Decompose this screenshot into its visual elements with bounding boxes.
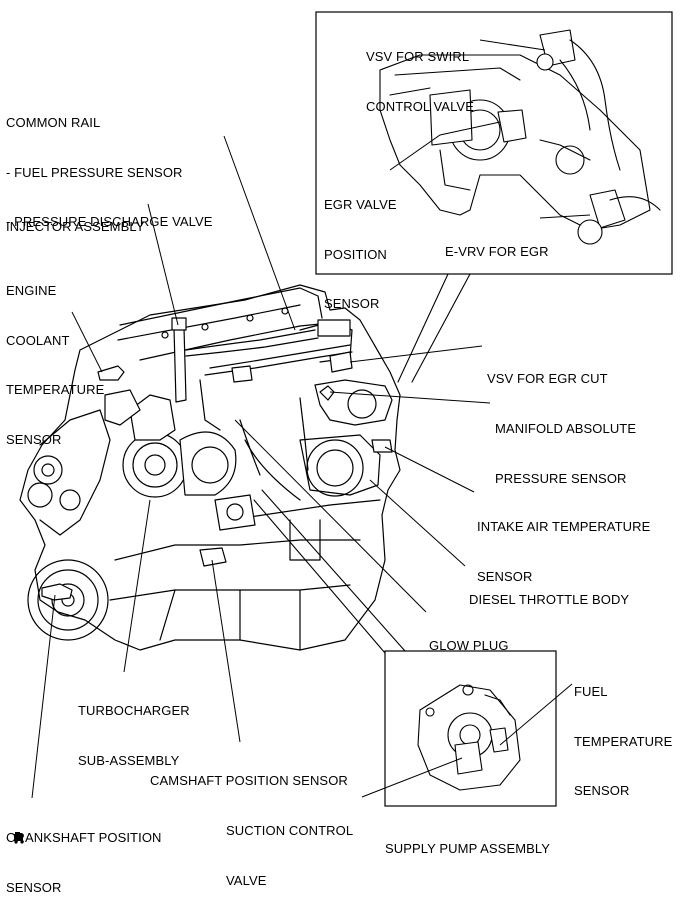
suction-control-label: SUCTION CONTROL VALVE <box>226 823 354 888</box>
injector-label: INJECTOR ASSEMBLY <box>6 219 145 234</box>
pump-inset-callout-wedge <box>253 489 406 654</box>
leader-intake-air <box>384 446 475 493</box>
egr-inset-illustration <box>379 29 661 245</box>
vsv-swirl-label: VSV FOR SWIRL CONTROL VALVE <box>366 49 474 114</box>
egr-inset-callout-wedge <box>397 273 471 383</box>
leader-turbo <box>123 499 151 673</box>
fuel-pressure-sensor-text: - FUEL PRESSURE SENSOR <box>6 164 183 180</box>
leader-glow-plug <box>234 419 427 613</box>
camshaft-label: CAMSHAFT POSITION SENSOR <box>150 773 348 788</box>
leader-map <box>329 391 491 404</box>
common-rail-title: COMMON RAIL <box>6 115 101 130</box>
engine-illustration <box>19 284 401 651</box>
supply-pump-label: SUPPLY PUMP ASSEMBLY <box>385 841 551 856</box>
egr-position-label: EGR VALVE POSITION SENSOR <box>324 197 397 311</box>
glow-plug-label: GLOW PLUG <box>429 638 509 653</box>
leader-injector <box>147 203 179 326</box>
leader-vsv-egr-cut <box>349 345 483 363</box>
leader-vsv-swirl <box>479 39 546 51</box>
leader-throttle <box>369 479 466 567</box>
pressure-discharge-valve-text: - PRESSURE DISCHARGE VALVE <box>6 214 213 229</box>
e-vrv-label: E-VRV FOR EGR <box>445 244 549 259</box>
map-sensor-label: MANIFOLD ABSOLUTE PRESSURE SENSOR <box>495 421 637 486</box>
leader-suction <box>361 757 463 798</box>
intake-air-temp-label: INTAKE AIR TEMPERATURE SENSOR <box>477 519 651 584</box>
leader-coolant <box>71 311 103 373</box>
common-rail-label: COMMON RAIL - FUEL PRESSURE SENSOR - PRE… <box>6 82 213 247</box>
turbocharger-label: TURBOCHARGER SUB-ASSEMBLY <box>78 703 190 768</box>
leader-common-rail <box>223 135 296 331</box>
fuel-temp-label: FUEL TEMPERATURE SENSOR <box>574 684 673 798</box>
leader-egr-position <box>389 121 501 171</box>
leader-fuel-temp <box>499 683 573 746</box>
vsv-egr-cut-label: VSV FOR EGR CUT <box>487 371 608 386</box>
engine-component-diagram: COMMON RAIL - FUEL PRESSURE SENSOR - PRE… <box>6 11 673 895</box>
vehicle-icon <box>14 832 24 844</box>
diagram-drawing <box>14 11 673 844</box>
throttle-body-label: DIESEL THROTTLE BODY <box>469 592 630 607</box>
leader-crankshaft <box>31 594 56 799</box>
leader-lines <box>31 39 591 799</box>
leader-e-vrv <box>539 214 591 219</box>
leader-camshaft <box>211 559 241 743</box>
supply-pump-illustration <box>417 684 521 791</box>
coolant-sensor-label: ENGINE COOLANT TEMPERATURE SENSOR <box>6 283 105 447</box>
